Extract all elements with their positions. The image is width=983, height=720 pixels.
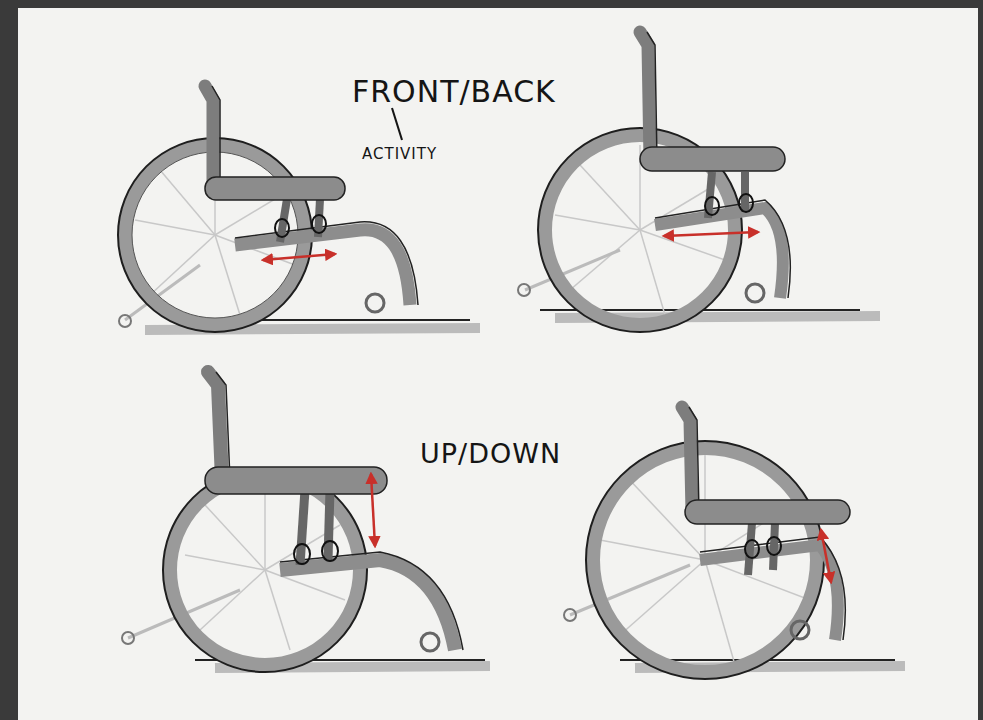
slash-stroke [392,108,402,140]
heading-label: FRONT/BACK [352,74,556,109]
subheading-label: ACTIVITY [362,145,437,163]
wheelchair-front-back-2 [518,32,880,332]
wheelchair-up-down-1 [122,372,490,672]
heading-label: UP/DOWN [420,438,561,469]
wheelchair-up-down-2 [564,407,905,679]
wheelchair-front-back-1 [118,86,480,332]
